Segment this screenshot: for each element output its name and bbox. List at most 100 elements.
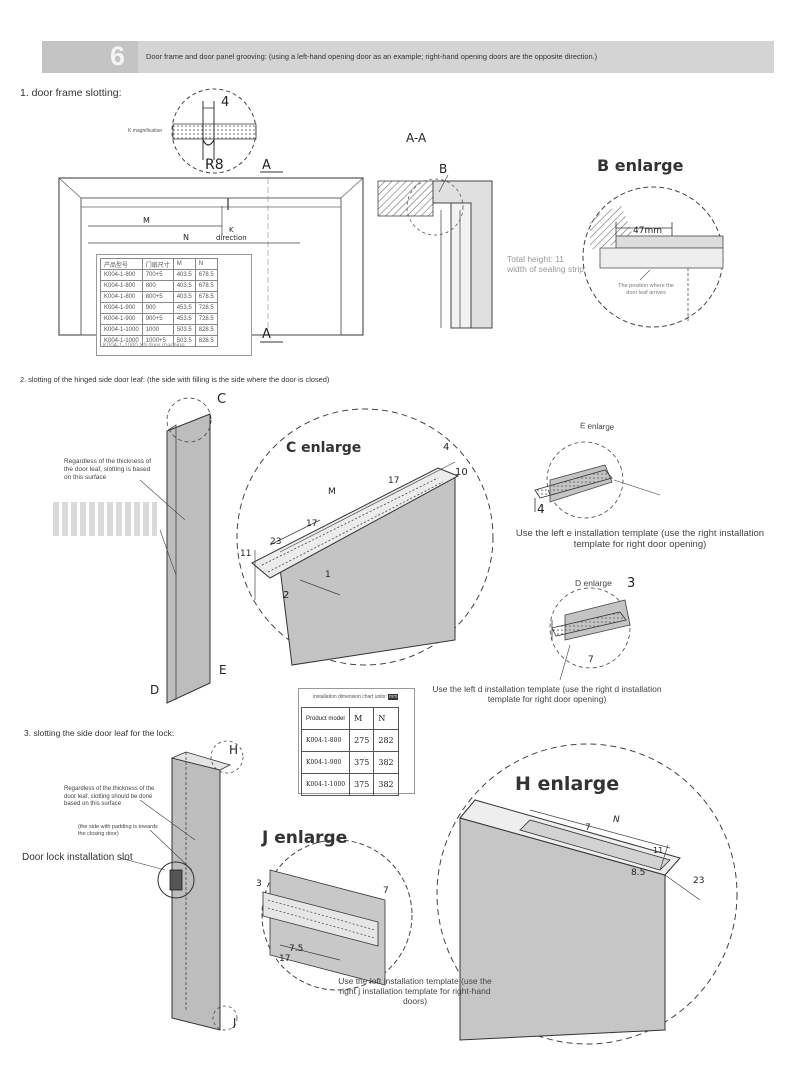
h-dim-11: 11: [653, 846, 663, 855]
c-dim-17a: 17: [388, 476, 399, 486]
table-row: K004-1-800 800 403.5 678.5: [100, 280, 218, 292]
table-cell: 453.5: [172, 313, 196, 325]
k-magnification-detail: [171, 88, 257, 174]
label-h: H: [229, 743, 238, 757]
table-cell: 275: [349, 729, 375, 752]
b-enlarge-detail: [582, 186, 724, 328]
d-dim-7: 7: [588, 655, 594, 665]
dim-47mm: 47mm: [633, 226, 662, 236]
table-cell: 282: [373, 729, 399, 752]
table-cell: 728.5: [194, 313, 218, 325]
table-row: K004-1-800 700+5 403.5 678.5: [100, 269, 218, 281]
h-dim-n: N: [613, 815, 620, 825]
lock-leaf-note: Regardless of the thickness of the door …: [64, 786, 155, 807]
table-cell: 900+5: [141, 313, 174, 325]
installation-dimension-chart: installation dimension chart units: mm P…: [298, 688, 415, 796]
table-row: K004-1-1000 1000+5 503.5 828.5: [100, 335, 218, 347]
label-k: K: [229, 226, 234, 234]
label-c: C: [217, 392, 226, 407]
banner-title: Door frame and door panel grooving: (usi…: [146, 52, 598, 61]
dim-th-m: M: [349, 707, 375, 730]
h-enlarge-detail: [436, 743, 738, 1045]
c-dim-m: M: [328, 487, 336, 497]
dim-chart-title-text: installation dimension chart units:: [313, 694, 387, 700]
dim-chart-title: installation dimension chart units: mm: [313, 694, 399, 700]
label-n: N: [183, 233, 189, 242]
table-cell: 828.5: [194, 335, 218, 347]
c-enlarge-detail: [236, 408, 494, 666]
label-a-bottom: A: [262, 327, 271, 342]
table-cell: 403.5: [172, 291, 196, 303]
dim-4-k: 4: [221, 95, 229, 110]
dim-th-model: Product model: [300, 707, 351, 730]
e-enlarge-detail: [534, 441, 661, 519]
table-cell: 375: [349, 773, 375, 796]
table-row: K004-1-800 275 282: [300, 729, 399, 752]
frame-th-size: 门扇尺寸: [141, 258, 174, 270]
blurred-note-graphic: [53, 502, 157, 536]
d-template-caption: Use the left d installation template (us…: [432, 684, 662, 704]
h-enlarge-title: H enlarge: [515, 773, 620, 795]
padding-note: (the side with padding is towards the cl…: [78, 824, 158, 837]
table-cell: 382: [373, 751, 399, 774]
dim-th-n: N: [373, 707, 399, 730]
table-cell: 678.5: [194, 269, 218, 281]
section-aa-title: A-A: [406, 131, 427, 145]
section1-heading: 1. door frame slotting:: [20, 87, 122, 99]
label-a-top: A: [262, 158, 271, 173]
j-dim-75: 7.5: [289, 944, 303, 954]
table-cell: 728.5: [194, 302, 218, 314]
c-dim-2: 2: [283, 590, 289, 601]
label-e: E: [219, 663, 227, 677]
h-dim-85: 8.5: [631, 868, 645, 878]
lock-side-door-leaf: [119, 740, 244, 1031]
k-magnification-label: K magnification: [128, 128, 163, 134]
d-enlarge-title: D enlarge: [575, 578, 612, 588]
table-cell: K004-1-1000: [100, 324, 143, 336]
hinged-door-leaf: [139, 397, 212, 704]
table-cell: K004-1-900: [300, 751, 351, 774]
c-enlarge-title: C enlarge: [286, 440, 362, 456]
table-row: K004-1-1000 375 382: [300, 773, 399, 796]
table-cell: 403.5: [172, 269, 196, 281]
table-cell: 678.5: [194, 291, 218, 303]
section3-heading: 3. slotting the side door leaf for the l…: [24, 728, 175, 738]
table-row: K004-1-900 900 453.5 728.5: [100, 302, 218, 314]
table-cell: K004-1-900: [100, 302, 143, 314]
table-cell: K004-1-1000: [300, 773, 351, 796]
label-m: M: [143, 216, 150, 225]
c-dim-10: 10: [455, 467, 468, 478]
label-j: J: [232, 1016, 236, 1029]
header-banner: [42, 41, 774, 73]
lock-slot-label: Door lock installation slot: [22, 852, 133, 863]
d-dim-3: 3: [627, 576, 635, 591]
k-direction: direction: [216, 234, 247, 242]
table-row: K004-1-900 375 382: [300, 751, 399, 774]
step-number-box: 6: [42, 41, 138, 73]
table-cell: 503.5: [172, 324, 196, 336]
frame-th-model: 产品型号: [100, 258, 143, 270]
c-dim-17b: 17: [306, 519, 317, 529]
step-number: 6: [110, 41, 126, 71]
table-cell: K004-1-900: [100, 313, 143, 325]
table-cell: 1000: [141, 324, 174, 336]
table-cell: 828.5: [194, 324, 218, 336]
d-enlarge-detail: [549, 587, 631, 681]
frame-th-m: M: [172, 258, 196, 270]
j-enlarge-detail: [261, 839, 413, 991]
j-template-caption: Use the left installation template (use …: [338, 976, 492, 1006]
door-leaf-position-note: The position where the door leaf arrives: [618, 283, 674, 296]
dim-r8: R8: [205, 157, 224, 173]
table-cell: K004-1-1000: [100, 335, 143, 347]
table-cell: 678.5: [194, 280, 218, 292]
section2-heading: 2. slotting of the hinged side door leaf…: [20, 375, 330, 384]
table-row: K004-1-1000 1000 503.5 828.5: [100, 324, 218, 336]
table-cell: 403.5: [172, 280, 196, 292]
table-cell: 453.5: [172, 302, 196, 314]
h-dim-7: 7: [585, 823, 591, 833]
table-cell: 382: [373, 773, 399, 796]
c-dim-11: 11: [240, 549, 251, 559]
frame-size-table: 产品型号 门扇尺寸 M N K004-1-800 700+5 403.5 678…: [96, 254, 252, 356]
label-d: D: [150, 683, 159, 697]
j-dim-7: 7: [383, 886, 389, 896]
